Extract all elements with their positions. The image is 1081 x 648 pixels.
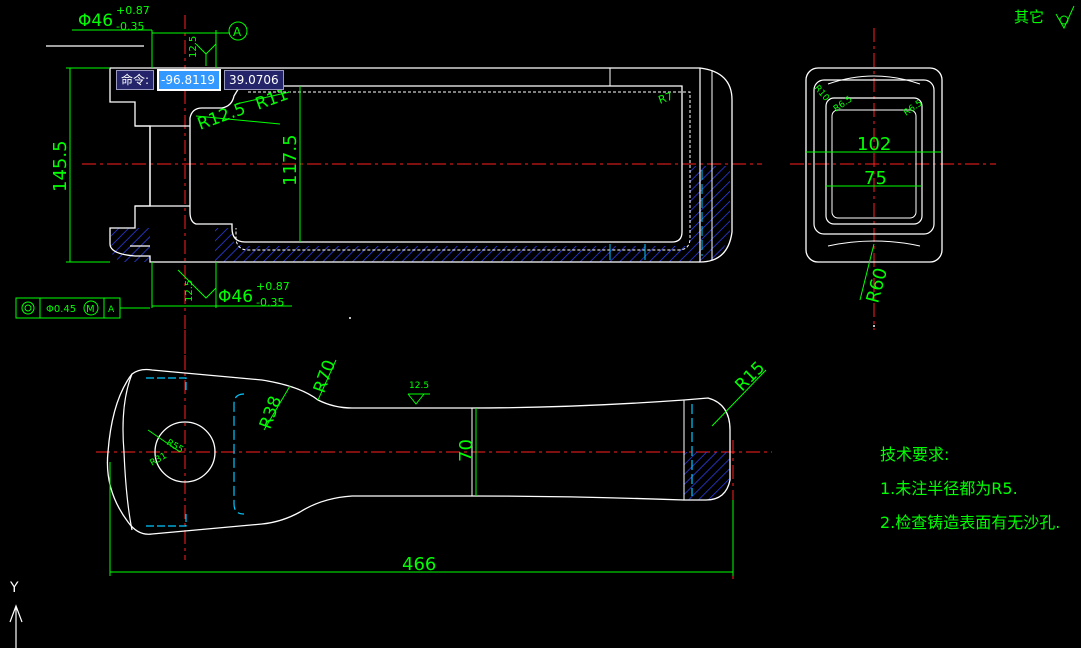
surface-other: 其它 (1014, 5, 1075, 30)
front-view-roughness-text: 12.5 (409, 381, 429, 391)
diameter-bottom-text: Φ46 (218, 287, 253, 307)
front-view-pin-hole (154, 421, 216, 483)
front-view-roughness-symbol (407, 393, 430, 405)
roughness-top-text: 12.5 (188, 36, 199, 58)
diameter-bottom-tol-plus: +0.87 (256, 280, 290, 293)
ucs-y-arrow (9, 604, 23, 648)
surface-other-symbol (1055, 5, 1075, 30)
notes-line-1: 1.未注半径都为R5. (880, 479, 1018, 498)
roughness-symbol-bottom (177, 269, 217, 299)
surface-other-circle (1059, 15, 1069, 25)
r70-label: R70 (310, 357, 340, 395)
r15-label: R15 (731, 358, 769, 396)
coordinate-y-input[interactable]: 39.0706 (224, 70, 284, 90)
front-view-left-bracket-top (146, 377, 187, 392)
r55-leader (147, 429, 181, 453)
side-view-outer (805, 67, 943, 263)
dim-466-text: 466 (402, 554, 436, 575)
fcf-mmc-icon (83, 300, 99, 316)
ucs-y-label: Y (9, 580, 19, 596)
r38-label: R38 (256, 393, 286, 431)
dim-145-5-text: 145.5 (50, 140, 71, 192)
datum-a-circle-top (228, 21, 248, 41)
top-view-inner-cavity (189, 85, 683, 243)
top-view-hidden-contour (235, 91, 691, 251)
dim-75-text: 75 (864, 168, 887, 189)
fcf-value: Φ0.45 (46, 304, 76, 315)
dim-70-text: 70 (456, 439, 477, 462)
roughness-symbol-top (195, 43, 217, 66)
technical-notes: 技术要求: 1.未注半径都为R5. 2.检查铸造表面有无沙孔. (880, 445, 1060, 532)
r70-leader (317, 359, 337, 401)
r38-leader (263, 385, 291, 431)
notes-title: 技术要求: (880, 445, 949, 464)
side-view-mid (813, 79, 935, 235)
fcf-concentricity-inner (24, 304, 32, 312)
front-view-hatch (684, 452, 730, 500)
fcf-concentricity-icon (21, 301, 35, 315)
side-view-innermost (831, 109, 917, 219)
surface-other-text: 其它 (1014, 8, 1044, 26)
side-view-top-arc (827, 75, 921, 85)
diameter-bottom-tol-minus: -0.35 (256, 296, 284, 309)
top-view: 145.5 117.5 R11 R12.5 R7 Φ46 +0.87 -0.35… (15, 4, 762, 370)
dim-117-5-text: 117.5 (280, 134, 301, 186)
r7-label: R7 (657, 90, 675, 107)
top-view-hatch-left (110, 228, 150, 262)
r55-label: R55 (165, 438, 185, 456)
diameter-top-tol-plus: +0.87 (116, 4, 150, 17)
stray-point-1 (349, 317, 351, 319)
side-view-bottom-arc (827, 240, 921, 247)
r12-5-label: R12.5 (195, 99, 249, 135)
r60-leader (859, 243, 875, 301)
side-view: R10 R6.5 R6.5 102 75 R60 (790, 28, 996, 330)
front-view-slot-dashed (233, 393, 245, 515)
front-view: R70 R38 R15 R55 R31 12.5 70 466 (96, 330, 772, 580)
ucs-icon: Y (9, 580, 23, 648)
top-view-hatch-mid (215, 166, 730, 262)
coordinate-x-input[interactable]: -96.8119 (157, 69, 222, 91)
stray-point-2 (873, 325, 875, 327)
top-view-outline (109, 67, 733, 263)
roughness-bottom-text: 12.5 (184, 280, 195, 302)
command-label: 命令: (116, 70, 155, 90)
r12-5-leader (195, 115, 281, 125)
datum-a-label-top: A (233, 25, 242, 39)
command-tooltip[interactable]: 命令: -96.8119 39.0706 (116, 69, 284, 91)
notes-line-2: 2.检查铸造表面有无沙孔. (880, 513, 1060, 532)
side-view-inner (825, 97, 923, 225)
fcf-datum-label: A (108, 305, 115, 315)
front-view-left-bracket-bottom (146, 512, 187, 527)
r11-leader (235, 91, 291, 105)
fcf-mmc-label: M (86, 304, 95, 315)
r15-leader (711, 369, 767, 427)
front-view-inner-left (122, 373, 133, 531)
diameter-top-tol-minus: -0.35 (116, 20, 144, 33)
dim-102-text: 102 (857, 134, 891, 155)
diameter-top-text: Φ46 (78, 11, 113, 31)
